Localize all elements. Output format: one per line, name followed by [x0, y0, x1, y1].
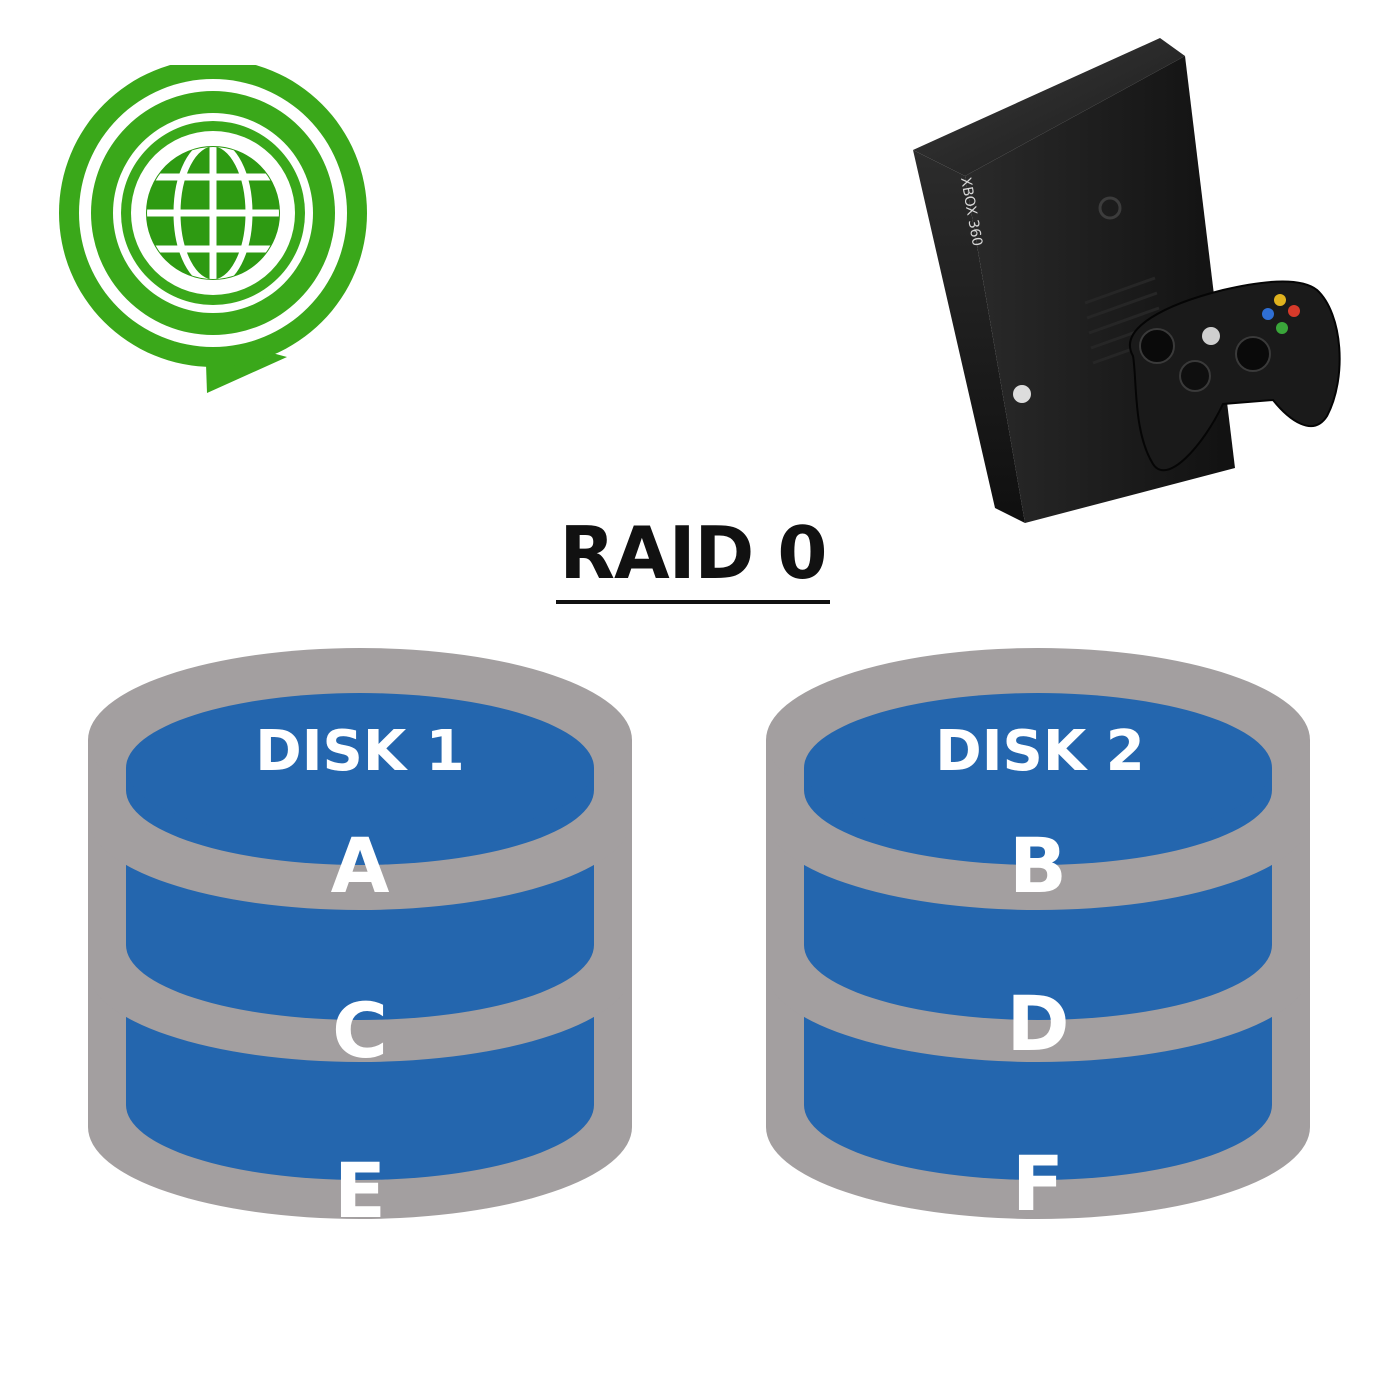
console-power-icon: [1013, 385, 1031, 403]
game-console: XBOX 360: [913, 38, 1341, 523]
disk-1-label: DISK 1: [255, 719, 465, 784]
disk-2-block-1: B: [1009, 821, 1067, 910]
disk-1-block-3: E: [334, 1146, 386, 1235]
disk-2-block-2: D: [1006, 979, 1069, 1068]
diagram-title: RAID 0: [556, 512, 830, 604]
disk-2-block-3: F: [1012, 1139, 1064, 1228]
globe-logo: [59, 65, 367, 393]
controller-icon: [1129, 280, 1341, 472]
disk-2-platter-1: [766, 648, 1310, 910]
title-underline: [556, 600, 830, 604]
disk-1-block-2: C: [332, 986, 388, 1075]
disk-2: DISK 2 B D F: [766, 648, 1310, 1228]
disk-1: DISK 1 A C E: [88, 648, 632, 1235]
title-text: RAID 0: [559, 511, 828, 595]
disk-1-platter-1: [88, 648, 632, 910]
disk-stacks: DISK 1 A C E: [88, 648, 1310, 1235]
globe-icon: [140, 140, 286, 286]
disk-2-label: DISK 2: [935, 719, 1145, 784]
disk-1-block-1: A: [331, 821, 390, 910]
